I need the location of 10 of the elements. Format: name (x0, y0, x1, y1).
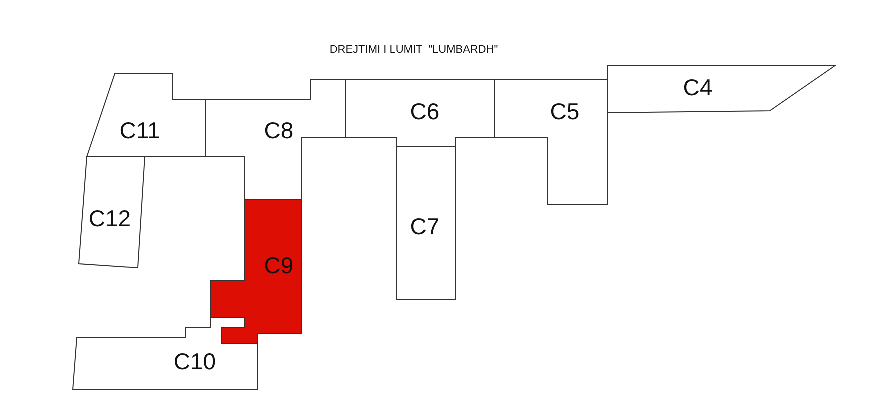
parcel-label: C4 (683, 76, 713, 100)
parcel-label: C12 (88, 208, 132, 230)
parcel-label: C7 (410, 216, 440, 238)
parcel-label: C9 (264, 254, 294, 278)
parcel-label: C5 (550, 100, 580, 124)
parcel-label: C6 (410, 100, 440, 124)
map-title: DREJTIMI I LUMIT "LUMBARDH" (330, 44, 498, 56)
parcel-label: C8 (264, 120, 294, 142)
parcel-label: C10 (174, 350, 216, 374)
parcel-label: C11 (120, 120, 160, 142)
